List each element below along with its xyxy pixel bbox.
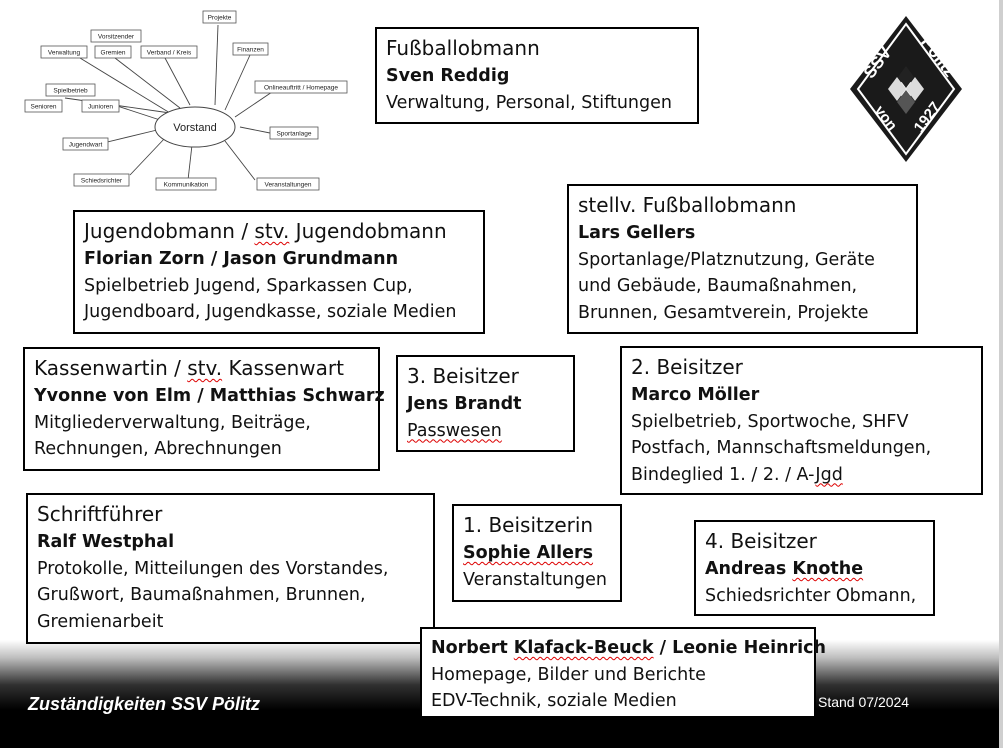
diagram-node-kommunikation: Kommunikation (164, 182, 209, 189)
diagram-node-spielbetrieb: Spielbetrieb (53, 88, 88, 95)
slide-edge (999, 0, 1003, 748)
box-stellv-fussballobmann: stellv. Fußballobmann Lars Gellers Sport… (567, 184, 918, 334)
org-diagram: Vorstand Projekte Finanzen Onlineauftrit… (24, 10, 348, 191)
role-person: Yvonne von Elm / Matthias Schwarz (34, 386, 385, 406)
role-person-part: Klafack-Beuck (513, 638, 654, 658)
box-homepage: Norbert Klafack-Beuck / Leonie Heinrich … (420, 627, 826, 718)
role-person: Jens Brandt (407, 394, 522, 414)
role-duties: Sportanlage/Platznutzung, Geräte und Geb… (578, 249, 875, 323)
box-jugendobmann: Jugendobmann / stv. Jugendobmann Florian… (73, 210, 485, 334)
role-duties-part: Bindeglied 1. / 2. / A- (631, 464, 816, 485)
box-beisitzer-4: 4. Beisitzer Andreas Knothe Schiedsricht… (694, 520, 935, 616)
box-beisitzerin-1: 1. Beisitzerin Sophie Allers Veranstaltu… (452, 504, 622, 602)
role-person-part: Norbert (431, 638, 514, 658)
role-title: Jugendobmann / stv. Jugendobmann (84, 216, 473, 246)
role-title: Schriftführer (37, 502, 163, 526)
role-title-part: Kassenwart (222, 356, 344, 380)
diagram-node-verwaltung: Verwaltung (48, 50, 81, 57)
diagram-center-label: Vorstand (173, 122, 216, 134)
diagram-node-vorsitzender: Vorsitzender (98, 34, 135, 41)
diagram-node-verband: Verband / Kreis (147, 50, 192, 57)
role-person-part: Andreas (705, 559, 793, 579)
diagram-node-veranstaltungen: Veranstaltungen (265, 182, 312, 189)
role-duties: Mitgliederverwaltung, Beiträge, Rechnung… (34, 412, 311, 460)
role-person: Ralf Westphal (37, 532, 175, 552)
diagram-node-jugendwart: Jugendwart (69, 142, 103, 149)
role-title: stellv. Fußballobmann (578, 193, 797, 217)
role-title-part: stv. (254, 219, 290, 243)
role-title-part: Jugendobmann (289, 219, 447, 243)
role-duties: Passwesen (407, 420, 502, 441)
diagram-node-senioren: Senioren (30, 104, 56, 111)
box-beisitzer-2: 2. Beisitzer Marco Möller Spielbetrieb, … (620, 346, 983, 495)
role-person: Lars Gellers (578, 223, 696, 243)
role-title: 4. Beisitzer (705, 529, 817, 553)
role-person-part: / Leonie Heinrich (653, 638, 827, 658)
role-title-part: stv. (187, 356, 223, 380)
footer-date: Stand 07/2024 (818, 694, 910, 710)
role-person: Sven Reddig (386, 66, 510, 86)
diagram-node-schiedsrichter: Schiedsrichter (81, 178, 123, 185)
diagram-center-node (154, 106, 236, 148)
role-duties: Spielbetrieb Jugend, Sparkassen Cup, Jug… (84, 275, 457, 323)
diagram-node-projekte: Projekte (208, 15, 232, 22)
club-logo: SSV Pölitz von 1927 (850, 16, 962, 162)
role-title: Kassenwartin / stv. Kassenwart (34, 353, 368, 383)
role-title: Fußballobmann (386, 36, 540, 60)
box-beisitzer-3: 3. Beisitzer Jens Brandt Passwesen (396, 355, 575, 452)
role-title-part: Kassenwartin / (34, 356, 188, 380)
role-duties: Homepage, Bilder und Berichte EDV-Techni… (431, 664, 706, 712)
box-kassenwart: Kassenwartin / stv. Kassenwart Yvonne vo… (23, 347, 385, 471)
role-person: Andreas Knothe (705, 556, 923, 583)
role-person: Marco Möller (631, 385, 760, 405)
role-title: 2. Beisitzer (631, 355, 743, 379)
role-title: 1. Beisitzerin (463, 513, 594, 537)
role-duties-last-line: Bindeglied 1. / 2. / A-Jgd (631, 462, 971, 489)
role-person: Sophie Allers (463, 543, 594, 563)
box-fussballobmann: Fußballobmann Sven Reddig Verwaltung, Pe… (375, 27, 699, 124)
role-person-part: Knothe (792, 559, 864, 579)
role-title-part: Jugendobmann / (84, 219, 255, 243)
role-title: 3. Beisitzer (407, 364, 519, 388)
box-schriftfuehrer: Schriftführer Ralf Westphal Protokolle, … (26, 493, 435, 644)
role-duties: Verwaltung, Personal, Stiftungen (386, 92, 672, 113)
role-person: Norbert Klafack-Beuck / Leonie Heinrich (431, 635, 826, 662)
footer-title: Zuständigkeiten SSV Pölitz (28, 694, 261, 714)
diagram-node-sportanlage: Sportanlage (276, 131, 311, 138)
diagram-node-online: Onlineauftritt / Homepage (264, 85, 338, 92)
role-person: Florian Zorn / Jason Grundmann (84, 249, 399, 269)
role-duties: Spielbetrieb, Sportwoche, SHFV Postfach,… (631, 411, 932, 459)
diagram-node-finanzen: Finanzen (237, 47, 264, 54)
diagram-node-gremien: Gremien (101, 50, 126, 57)
role-duties: Schiedsrichter Obmann, (705, 585, 917, 606)
role-duties: Veranstaltungen (463, 569, 607, 590)
role-duties: Protokolle, Mitteilungen des Vorstandes,… (37, 558, 389, 632)
diagram-node-junioren: Junioren (88, 104, 113, 111)
role-duties-part: Jgd (815, 464, 843, 485)
